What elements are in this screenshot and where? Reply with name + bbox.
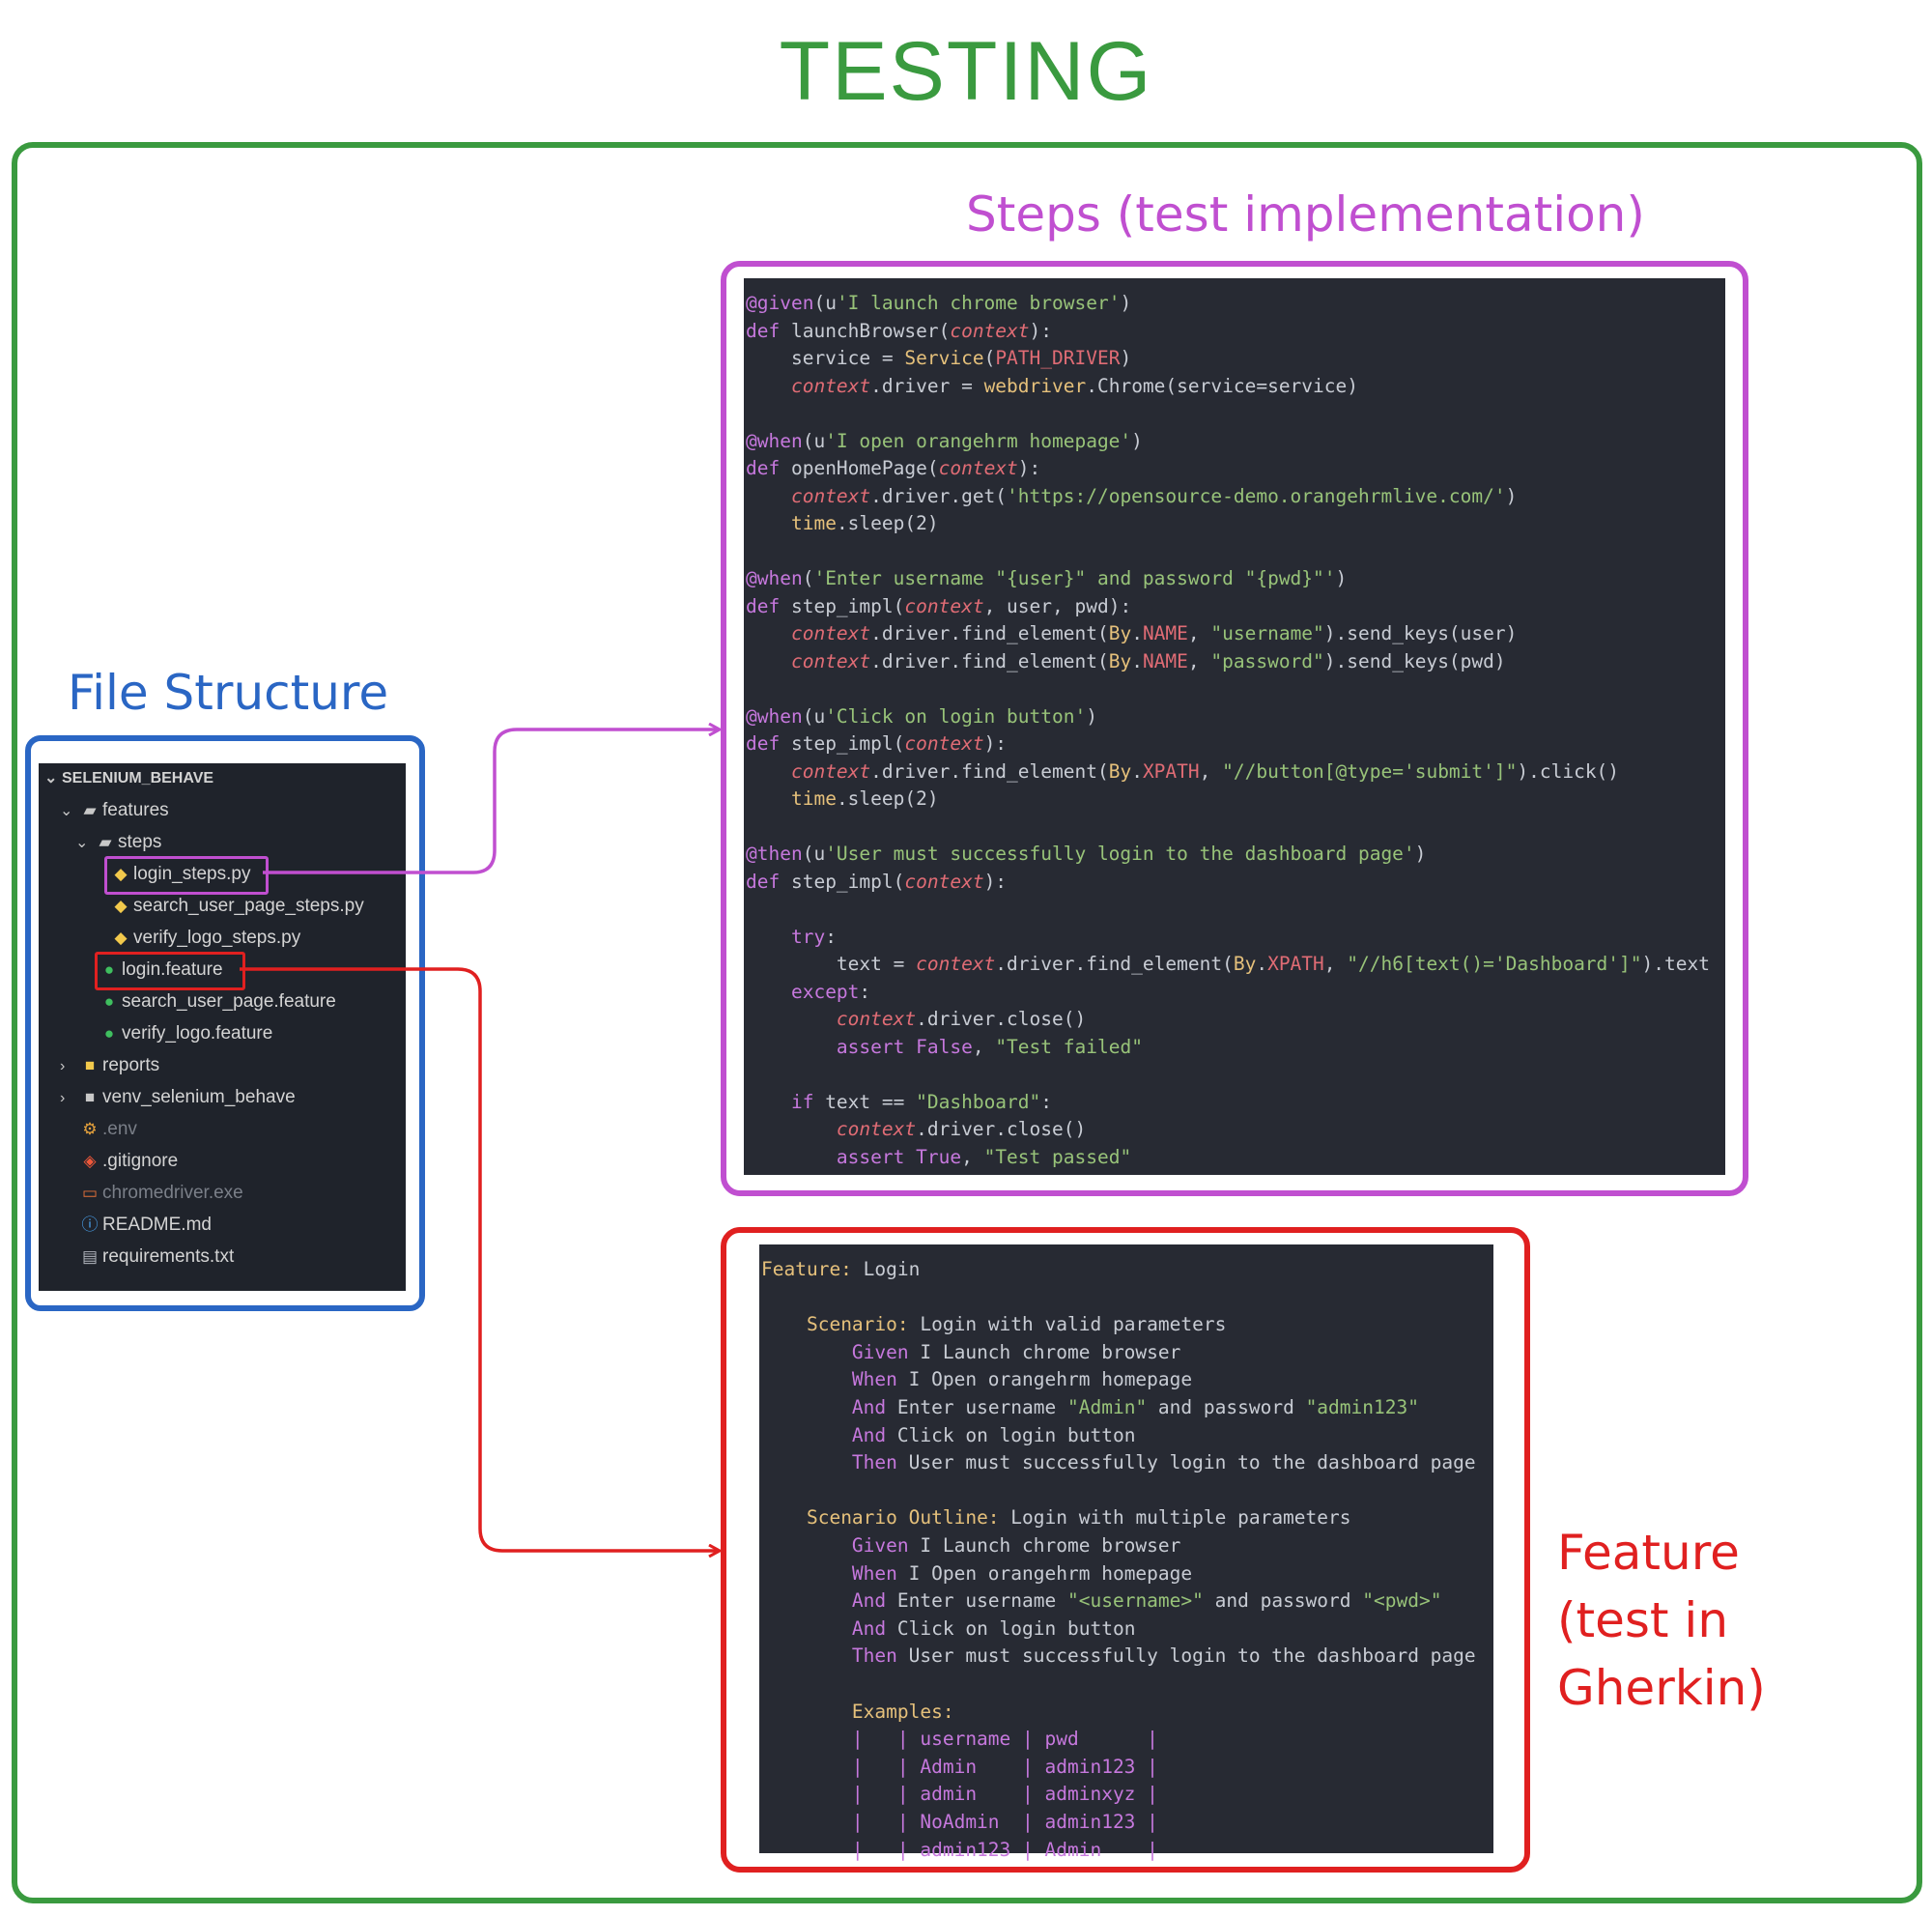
- steps-code-line: @then(u'User must successfully login to …: [746, 843, 1427, 865]
- steps-code-line: context.driver.find_element(By.XPATH, "/…: [790, 759, 1620, 783]
- steps-frame: [721, 261, 1748, 1196]
- steps-code-panel: @given(u'I launch chrome browser') def la…: [744, 278, 1725, 1175]
- steps-code-line: @when('Enter username "{user}" and passw…: [746, 567, 1348, 589]
- python-icon: ◆: [114, 897, 128, 915]
- steps-code-line: time.sleep(2): [790, 512, 939, 534]
- tree-item-venv[interactable]: ›■venv_selenium_behave: [60, 1082, 296, 1113]
- steps-code-line: @when(u'I open orangehrm homepage'): [746, 429, 1143, 452]
- file-explorer: ⌄SELENIUM_BEHAVE ⌄▰features ⌄▰steps ◆log…: [39, 763, 406, 1291]
- steps-code-line: try:: [790, 925, 837, 948]
- feature-code-line: | | admin123 | Admin |: [761, 1838, 1158, 1861]
- steps-code-line: context.driver.close(): [836, 1118, 1087, 1140]
- feature-code-line: And Enter username "<username>" and pass…: [851, 1589, 1442, 1613]
- feature-code-line: | | Admin | admin123 |: [761, 1755, 1158, 1778]
- steps-code-line: context.driver.get('https://opensource-d…: [790, 484, 1518, 507]
- folder-open-icon: ▰: [99, 833, 112, 851]
- cucumber-icon: ●: [103, 960, 115, 979]
- feature-code-panel: Feature: Login Scenario: Login with vali…: [759, 1244, 1493, 1861]
- feature-code-line: | | admin | adminxyz |: [761, 1783, 1158, 1806]
- steps-label: Steps (test implementation): [966, 186, 1645, 243]
- steps-code-line: text = context.driver.find_element(By.XP…: [746, 953, 1710, 975]
- chevron-down-icon: ⌄: [60, 803, 73, 819]
- feature-label-line: (test in: [1557, 1592, 1729, 1648]
- steps-code-line: context.driver.find_element(By.NAME, "us…: [790, 622, 1518, 644]
- feature-code-line: | | NoAdmin | admin123 |: [761, 1811, 1158, 1833]
- feature-frame: [721, 1227, 1530, 1873]
- feature-code-line: Given I Launch chrome browser: [851, 1534, 1181, 1557]
- tree-item-reports[interactable]: ›■reports: [60, 1050, 159, 1081]
- tree-item-search-user-page-steps[interactable]: ◆search_user_page_steps.py: [108, 891, 363, 922]
- cucumber-icon: ●: [103, 992, 115, 1011]
- steps-code-line: def step_impl(context, user, pwd):: [746, 594, 1132, 617]
- feature-label: Feature (test in Gherkin): [1557, 1519, 1766, 1722]
- feature-code-line: | | username | pwd |: [761, 1728, 1158, 1751]
- python-icon: ◆: [114, 929, 128, 947]
- file-structure-label: File Structure: [68, 665, 389, 721]
- steps-code-line: context.driver.find_element(By.NAME, "pa…: [790, 649, 1506, 672]
- tree-item-steps[interactable]: ⌄▰steps: [75, 827, 161, 858]
- testing-frame: [12, 142, 1922, 1903]
- feature-code-line: Examples:: [851, 1700, 954, 1723]
- login-feature-highlight: [95, 952, 245, 990]
- page-title: TESTING: [779, 25, 1153, 118]
- exe-icon: ▭: [81, 1184, 99, 1202]
- explorer-root[interactable]: ⌄SELENIUM_BEHAVE: [44, 763, 213, 794]
- tree-item-env[interactable]: ⚙.env: [77, 1114, 137, 1145]
- git-icon: ◈: [83, 1152, 97, 1170]
- steps-code-line: if text == "Dashboard":: [790, 1090, 1053, 1113]
- feature-code-line: Feature: Login: [761, 1258, 921, 1280]
- steps-code-line: def openHomePage(context):: [746, 457, 1041, 479]
- chevron-right-icon: ›: [60, 1090, 66, 1106]
- info-icon: ⓘ: [81, 1215, 99, 1234]
- folder-icon: ■: [84, 1088, 96, 1106]
- tree-item-features[interactable]: ⌄▰features: [60, 795, 169, 826]
- tree-item-verify-logo-steps[interactable]: ◆verify_logo_steps.py: [108, 923, 300, 954]
- steps-code-line: @given(u'I launch chrome browser'): [746, 292, 1132, 314]
- folder-open-icon: ▰: [83, 801, 97, 819]
- tree-item-requirements[interactable]: ▤requirements.txt: [77, 1242, 234, 1273]
- chevron-down-icon: ⌄: [44, 770, 58, 786]
- feature-code-line: Then User must successfully login to the…: [851, 1451, 1476, 1474]
- tree-item-search-user-page-feature[interactable]: ●search_user_page.feature: [97, 987, 336, 1017]
- steps-code-line: assert True, "Test passed": [836, 1145, 1132, 1168]
- steps-code-line: except:: [790, 980, 871, 1003]
- steps-code-line: service = Service(PATH_DRIVER): [746, 347, 1132, 369]
- feature-code-line: And Enter username "Admin" and password …: [851, 1396, 1419, 1418]
- tree-item-gitignore[interactable]: ◈.gitignore: [77, 1146, 178, 1177]
- feature-code-line: When I Open orangehrm homepage: [851, 1561, 1193, 1585]
- python-icon: ◆: [114, 865, 128, 883]
- feature-code-line: Given I Launch chrome browser: [851, 1340, 1181, 1363]
- feature-label-line: Gherkin): [1557, 1660, 1766, 1716]
- steps-code-line: def step_impl(context):: [746, 870, 1008, 893]
- steps-code-line: def step_impl(context):: [746, 732, 1008, 755]
- feature-code-line: When I Open orangehrm homepage: [851, 1368, 1193, 1391]
- chevron-right-icon: ›: [60, 1058, 66, 1074]
- feature-code-line: Scenario: Login with valid parameters: [806, 1313, 1227, 1336]
- feature-code-line: Scenario Outline: Login with multiple pa…: [806, 1506, 1351, 1530]
- cucumber-icon: ●: [103, 1024, 115, 1043]
- tree-item-login-steps[interactable]: ◆login_steps.py: [108, 859, 250, 890]
- settings-icon: ⚙: [82, 1120, 98, 1138]
- login-steps-highlight: [104, 856, 269, 895]
- feature-label-line: Feature: [1557, 1525, 1740, 1581]
- feature-code-line: Then User must successfully login to the…: [851, 1644, 1476, 1668]
- text-file-icon: ▤: [81, 1247, 99, 1266]
- steps-code-line: time.sleep(2): [790, 787, 939, 810]
- steps-code-line: @when(u'Click on login button'): [746, 704, 1097, 728]
- steps-code-line: assert False, "Test failed": [836, 1035, 1143, 1058]
- steps-code-line: context.driver.close(): [836, 1008, 1087, 1030]
- folder-icon: ■: [84, 1056, 96, 1074]
- chevron-down-icon: ⌄: [75, 835, 89, 851]
- tree-item-chromedriver[interactable]: ▭chromedriver.exe: [77, 1178, 243, 1209]
- tree-item-verify-logo-feature[interactable]: ●verify_logo.feature: [97, 1018, 272, 1049]
- tree-item-login-feature[interactable]: ●login.feature: [97, 955, 223, 986]
- feature-code-line: And Click on login button: [851, 1616, 1136, 1640]
- steps-code-line: context.driver = webdriver.Chrome(servic…: [790, 374, 1358, 397]
- feature-code-line: And Click on login button: [851, 1423, 1136, 1446]
- steps-code-line: def launchBrowser(context):: [746, 319, 1053, 342]
